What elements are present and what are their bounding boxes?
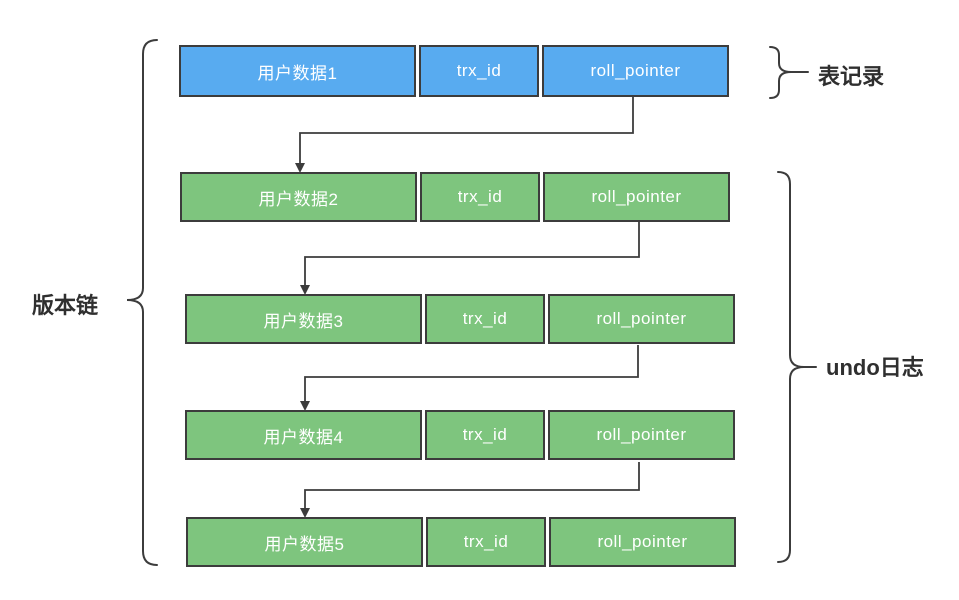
- table-record-brace: [769, 46, 792, 99]
- arrow-undo3-to-undo4: [300, 345, 639, 411]
- version-chain-label: 版本链: [32, 293, 99, 318]
- trx-id-cell: trx_id: [425, 410, 545, 460]
- arrow-undo4-to-undo5: [300, 462, 640, 518]
- roll-pointer-cell: roll_pointer: [543, 172, 730, 222]
- undo-log-row: 用户数据3 trx_id roll_pointer: [185, 294, 735, 344]
- roll-pointer-cell: roll_pointer: [549, 517, 736, 567]
- undo-log-row: 用户数据2 trx_id roll_pointer: [180, 172, 730, 222]
- table-record-label: 表记录: [818, 64, 885, 89]
- user-data-cell: 用户数据4: [185, 410, 422, 460]
- roll-pointer-cell: roll_pointer: [542, 45, 729, 97]
- arrow-record1-to-undo2: [295, 97, 634, 173]
- roll-pointer-cell: roll_pointer: [548, 294, 735, 344]
- user-data-cell: 用户数据1: [179, 45, 416, 97]
- trx-id-cell: trx_id: [419, 45, 539, 97]
- undo-log-brace: [777, 171, 805, 563]
- user-data-cell: 用户数据5: [186, 517, 423, 567]
- user-data-cell: 用户数据3: [185, 294, 422, 344]
- roll-pointer-cell: roll_pointer: [548, 410, 735, 460]
- version-chain-brace: [126, 39, 158, 566]
- table-record-row: 用户数据1 trx_id roll_pointer: [179, 45, 729, 97]
- arrow-undo2-to-undo3: [300, 222, 640, 295]
- undo-log-row: 用户数据4 trx_id roll_pointer: [185, 410, 735, 460]
- trx-id-cell: trx_id: [420, 172, 540, 222]
- trx-id-cell: trx_id: [426, 517, 546, 567]
- trx-id-cell: trx_id: [425, 294, 545, 344]
- undo-log-label: undo日志: [826, 355, 924, 380]
- user-data-cell: 用户数据2: [180, 172, 417, 222]
- undo-log-row: 用户数据5 trx_id roll_pointer: [186, 517, 736, 567]
